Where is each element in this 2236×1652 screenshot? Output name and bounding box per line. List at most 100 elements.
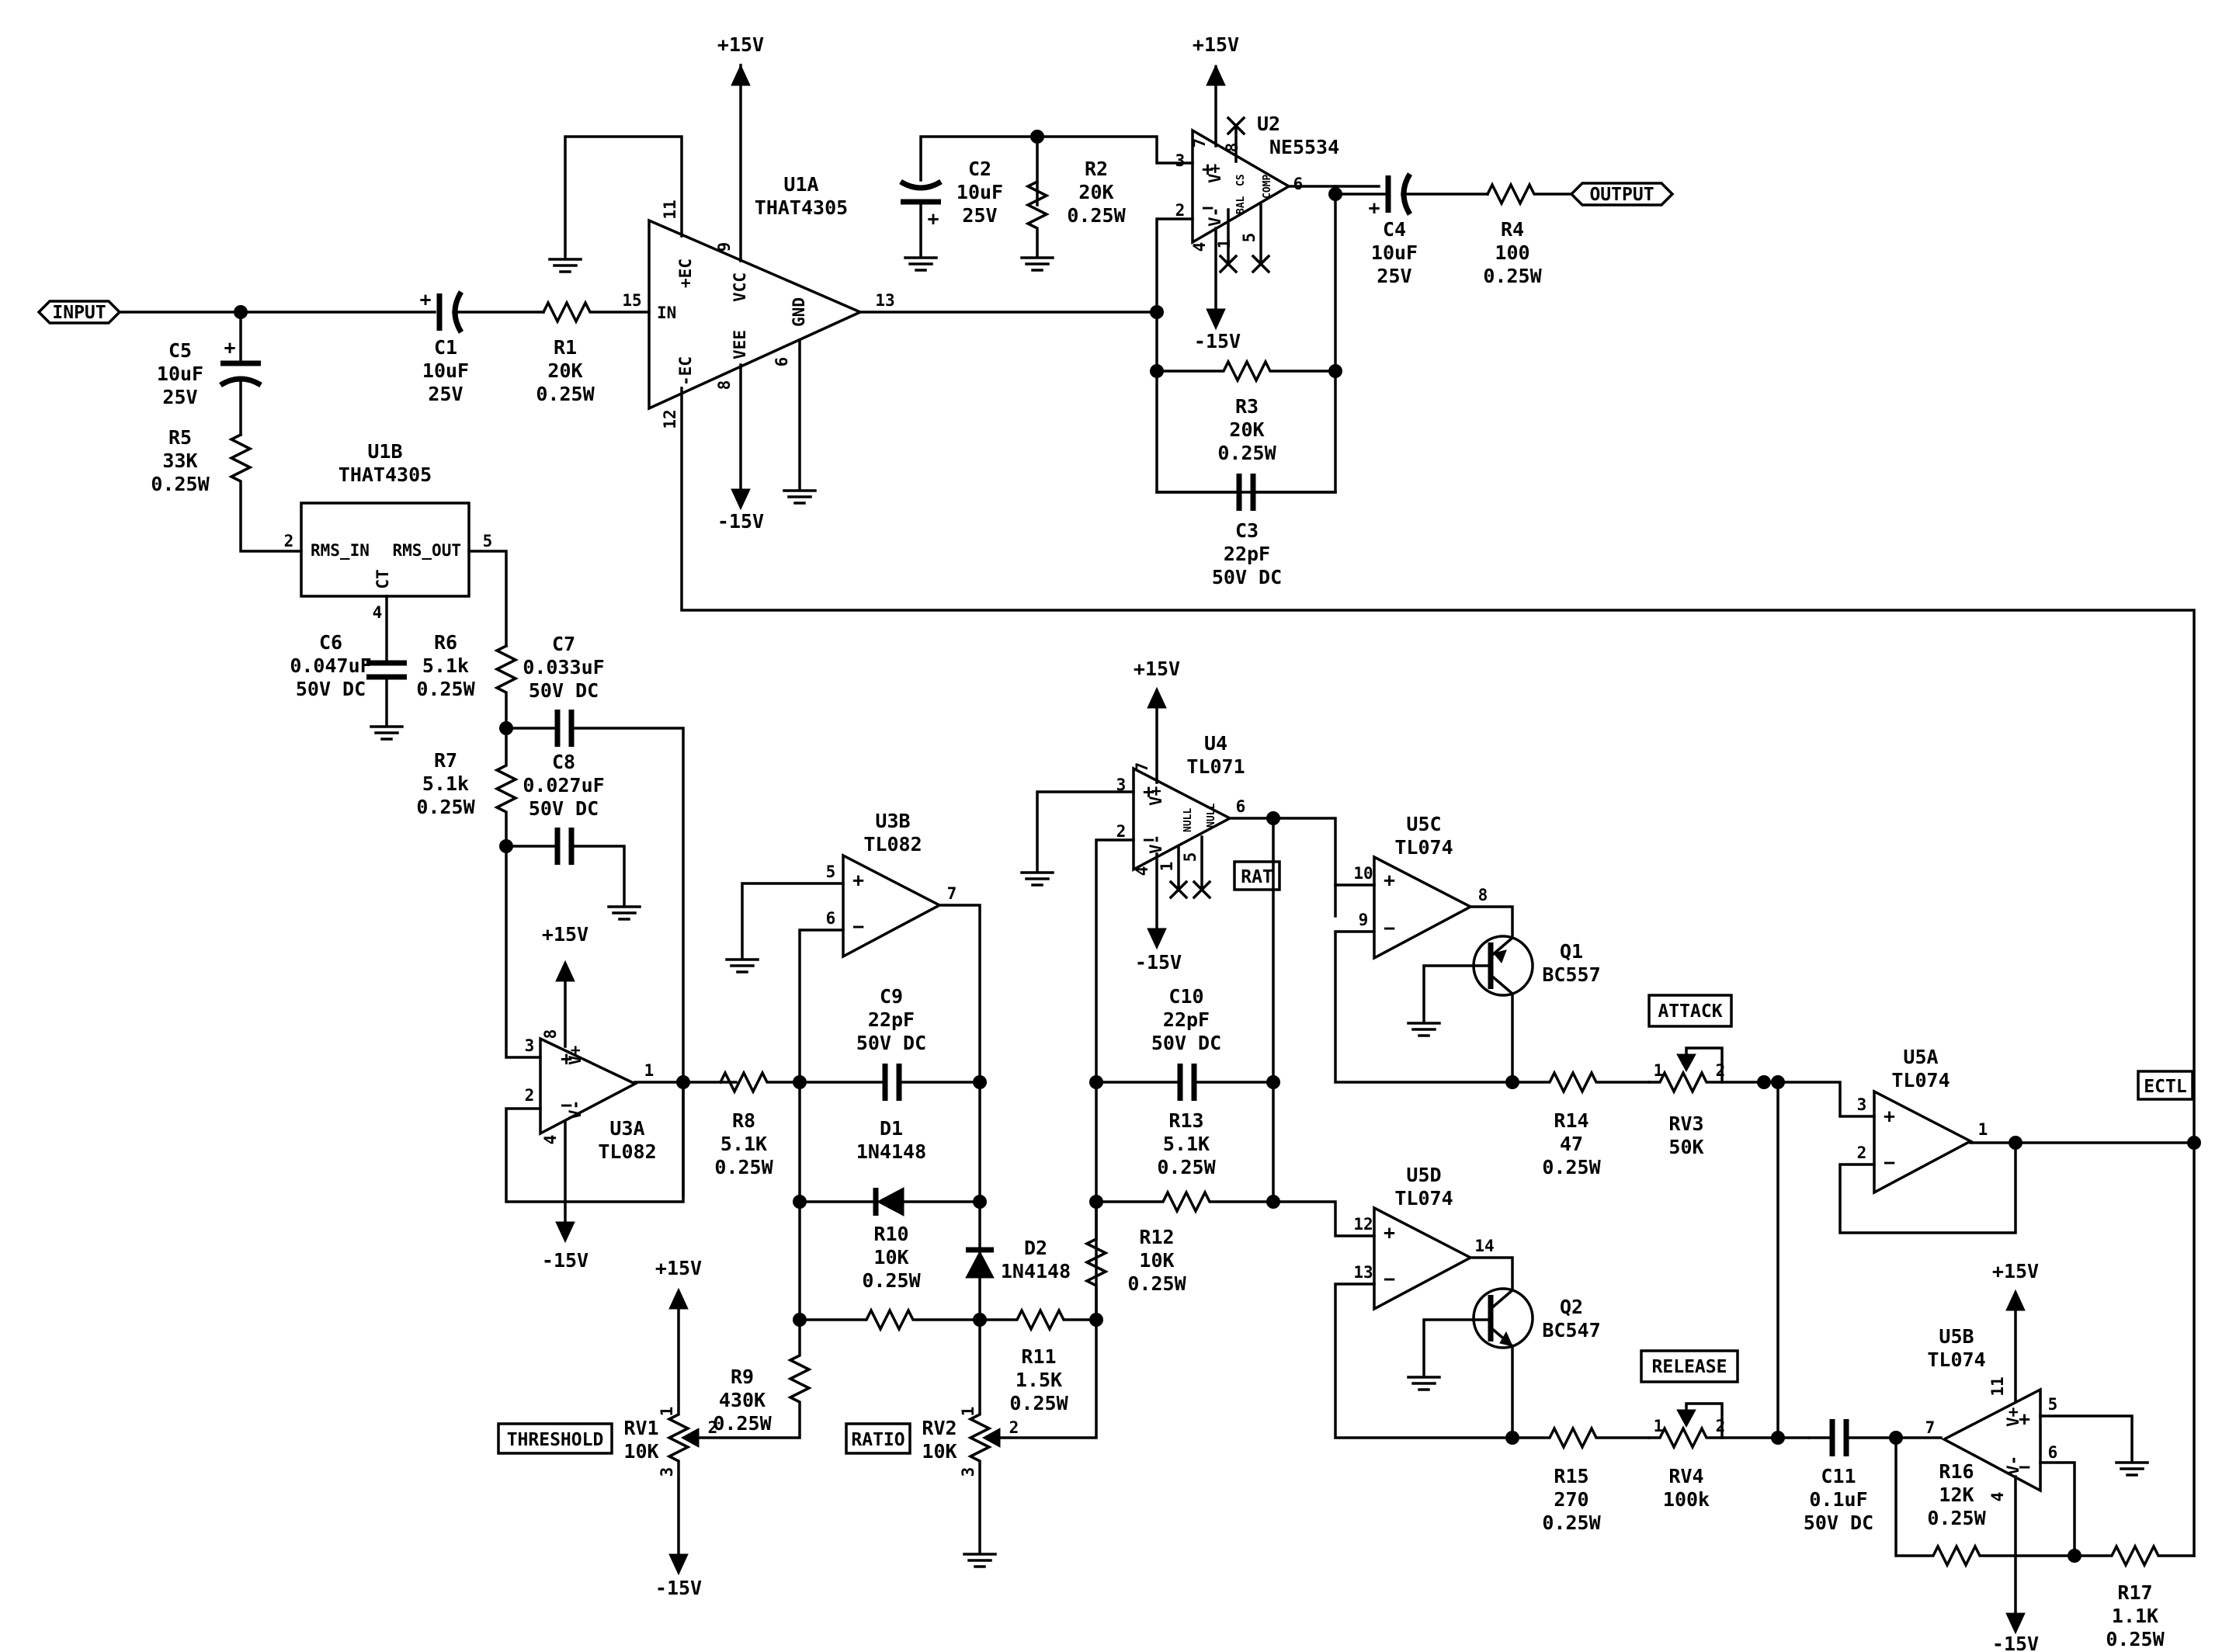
- svg-text:15: 15: [622, 291, 641, 310]
- svg-text:NULL: NULL: [1206, 803, 1217, 828]
- r8-ref: R8: [732, 1109, 755, 1132]
- svg-text:1: 1: [644, 1061, 654, 1080]
- c3-value: 22pF: [1224, 543, 1270, 565]
- r8-value: 5.1K: [720, 1133, 767, 1155]
- svg-text:13: 13: [1353, 1263, 1373, 1282]
- u5a-ref: U5A: [1903, 1046, 1938, 1068]
- svg-text:V-: V-: [1147, 835, 1165, 854]
- svg-text:−: −: [2019, 1456, 2030, 1478]
- svg-text:GND: GND: [790, 297, 808, 327]
- r13-ref: R13: [1168, 1109, 1203, 1132]
- u1b-ref: U1B: [367, 440, 402, 463]
- c1-rating: 25V: [428, 383, 463, 405]
- rv4-value: 100k: [1663, 1488, 1710, 1511]
- rv2-value: 10K: [922, 1440, 957, 1463]
- svg-text:2: 2: [1175, 201, 1186, 220]
- u3b-ref: U3B: [875, 810, 910, 832]
- r16-value: 12K: [1939, 1484, 1974, 1506]
- c2-rating: 25V: [962, 204, 997, 227]
- svg-text:1: 1: [959, 1407, 977, 1417]
- svg-text:4: 4: [541, 1135, 560, 1145]
- opamp-u5b: + − V+ V- U5B TL074 5 6 7 11 4: [1925, 1325, 2058, 1501]
- c7-rating: 50V DC: [529, 679, 599, 702]
- svg-text:6: 6: [1236, 797, 1246, 816]
- c6-rating: 50V DC: [296, 678, 366, 700]
- r5-value: 33K: [162, 449, 197, 472]
- resistor-r10: R10 10K 0.25W: [798, 1223, 981, 1332]
- capacitor-c5: + C5 10uF 25V: [157, 311, 262, 436]
- svg-text:COMP: COMP: [1262, 175, 1273, 199]
- rv3-ref: RV3: [1668, 1112, 1703, 1135]
- svg-text:1: 1: [1215, 239, 1234, 249]
- resistor-r14: R14 47 0.25W: [1511, 1070, 1651, 1178]
- c8-value: 0.027uF: [523, 774, 604, 796]
- capacitor-c3: C3 22pF 50V DC: [1155, 474, 1337, 588]
- svg-text:6: 6: [826, 909, 836, 928]
- q1-part: BC557: [1542, 963, 1600, 986]
- output-port: OUTPUT: [1569, 182, 1675, 206]
- u4-ref: U4: [1204, 732, 1227, 755]
- svg-text:5: 5: [1181, 852, 1200, 862]
- u1a-part: THAT4305: [755, 196, 848, 219]
- r7-value: 5.1k: [422, 772, 469, 795]
- rv2-ref: RV2: [922, 1417, 957, 1439]
- opamp-u5d: + − U5D TL074 12 13 14: [1353, 1164, 1495, 1311]
- q1-ref: Q1: [1560, 940, 1583, 963]
- r11-ref: R11: [1021, 1345, 1056, 1368]
- svg-text:−: −: [1384, 1268, 1395, 1290]
- u3a-minus: −: [561, 1094, 572, 1116]
- svg-text:2: 2: [284, 532, 294, 550]
- svg-text:6: 6: [2048, 1443, 2058, 1462]
- input-port: INPUT: [36, 300, 122, 324]
- r1-rating: 0.25W: [536, 383, 595, 405]
- svg-text:−: −: [1884, 1151, 1895, 1174]
- svg-text:3: 3: [959, 1467, 977, 1477]
- svg-text:3: 3: [525, 1036, 535, 1055]
- svg-text:−: −: [1143, 828, 1154, 851]
- resistor-r7: R7 5.1k 0.25W: [416, 727, 519, 848]
- svg-text:+: +: [1384, 1221, 1395, 1244]
- u2-vpos: +15V: [1193, 33, 1239, 56]
- svg-text:6: 6: [773, 357, 791, 367]
- capacitor-c1: + C1 10uF 25V: [419, 288, 545, 405]
- svg-text:+: +: [1384, 869, 1395, 891]
- r10-ref: R10: [873, 1223, 908, 1245]
- r16-ref: R16: [1939, 1460, 1974, 1483]
- diode-d1: D1 1N4148: [798, 1117, 981, 1216]
- u3b-part: TL082: [863, 833, 922, 856]
- r15-ref: R15: [1554, 1465, 1588, 1487]
- r8-rating: 0.25W: [714, 1156, 773, 1178]
- pot-rv1: +15V -15V RV1 10K 1 2 3: [623, 1257, 717, 1599]
- svg-text:VCC: VCC: [731, 272, 749, 302]
- transistor-q1: Q1 BC557: [1407, 935, 1601, 1084]
- rv3-value: 50K: [1668, 1136, 1703, 1158]
- c1-value: 10uF: [422, 359, 469, 382]
- svg-text:+: +: [1202, 158, 1213, 180]
- u5d-part: TL074: [1394, 1187, 1453, 1210]
- svg-text:2: 2: [525, 1086, 535, 1105]
- r9-rating: 0.25W: [713, 1412, 772, 1435]
- c9-ref: C9: [880, 985, 903, 1008]
- svg-text:−: −: [1202, 196, 1213, 219]
- resistor-r15: R15 270 0.25W: [1511, 1425, 1651, 1534]
- opamp-u5c: + − U5C TL074 10 9 8: [1353, 813, 1488, 960]
- svg-text:RAT: RAT: [1241, 867, 1273, 887]
- u2-vneg: -15V: [1194, 330, 1241, 352]
- c2-ref: C2: [968, 158, 991, 180]
- svg-text:7: 7: [947, 884, 957, 903]
- opamp-u3a: + − V+ V- U3A TL082 3 2 1 8 4: [525, 1029, 657, 1163]
- d1-ref: D1: [880, 1117, 903, 1140]
- svg-text:5: 5: [2048, 1395, 2058, 1414]
- svg-text:+EC: +EC: [676, 259, 695, 288]
- svg-text:V+: V+: [1147, 786, 1165, 806]
- c1-plus-sign: +: [419, 288, 431, 311]
- ectl-tag: ECTL: [2137, 1070, 2194, 1101]
- c6-ref: C6: [319, 631, 342, 654]
- svg-text:+: +: [927, 207, 939, 230]
- c10-rating: 50V DC: [1151, 1032, 1221, 1054]
- c1-ref: C1: [434, 336, 457, 359]
- rv1-vneg: -15V: [655, 1577, 702, 1599]
- r15-rating: 0.25W: [1542, 1511, 1601, 1534]
- capacitor-c10: C10 22pF 50V DC: [1095, 985, 1275, 1101]
- u5a-part: TL074: [1891, 1069, 1950, 1092]
